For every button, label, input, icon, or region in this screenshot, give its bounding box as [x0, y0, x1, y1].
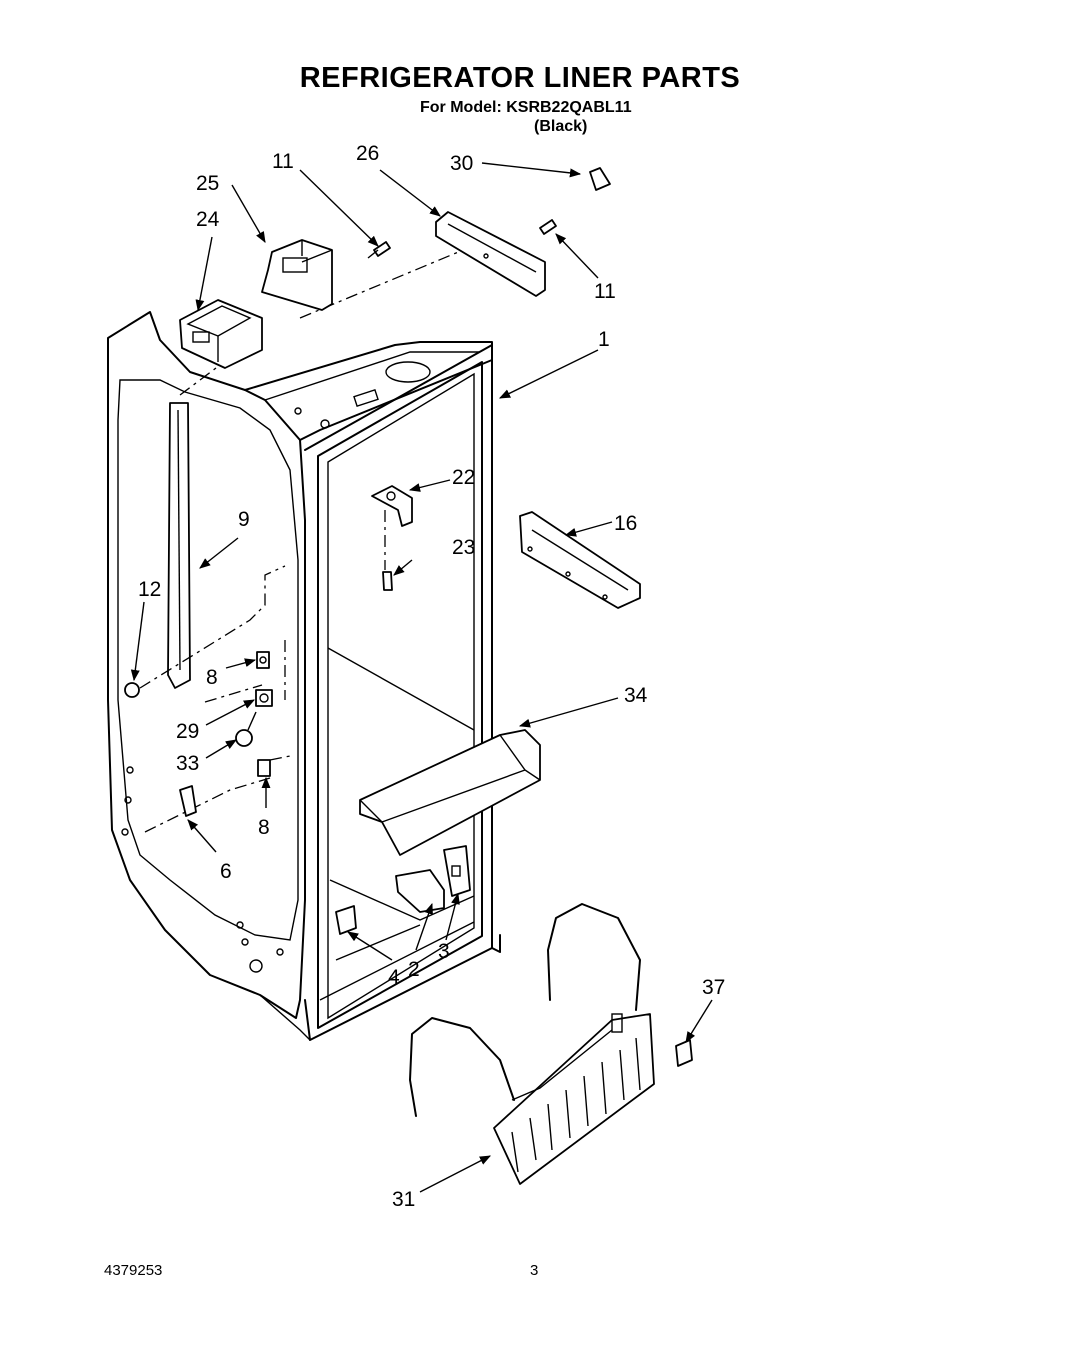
liner-cabinet — [107, 237, 501, 1041]
part-11-screw-right — [539, 219, 557, 235]
document-number: 4379253 — [104, 1262, 163, 1279]
callout-30: 30 — [450, 152, 473, 175]
part-33-bulb — [235, 711, 257, 747]
callout-4: 4 — [388, 966, 400, 989]
part-4-bracket — [335, 905, 357, 935]
part-37-screw — [675, 1039, 693, 1067]
callout-2: 2 — [408, 958, 420, 981]
callout-11-right: 11 — [594, 280, 616, 303]
part-25-bracket — [261, 239, 333, 311]
callout-16: 16 — [614, 512, 637, 535]
callout-arrows — [130, 162, 713, 1193]
part-8-lower — [257, 759, 271, 777]
callout-6: 6 — [220, 860, 232, 883]
callout-8-upper: 8 — [206, 666, 218, 689]
part-31-heater-assembly — [409, 903, 655, 1185]
callout-22: 22 — [452, 466, 475, 489]
model-color: (Black) — [534, 118, 588, 135]
callout-3: 3 — [438, 940, 450, 963]
callout-25: 25 — [196, 172, 219, 195]
part-23-screw — [382, 571, 393, 591]
callout-labels: 1 2 3 4 6 8 8 9 11 11 12 16 22 23 24 25 … — [138, 142, 725, 1211]
callout-26: 26 — [356, 142, 379, 165]
callout-24: 24 — [196, 208, 220, 231]
callout-9: 9 — [238, 508, 250, 531]
callout-37: 37 — [702, 976, 725, 999]
callout-12: 12 — [138, 578, 161, 601]
callout-23: 23 — [452, 536, 475, 559]
part-8-upper — [256, 651, 270, 669]
part-11-screw — [367, 241, 391, 259]
part-34-cover — [359, 729, 541, 856]
part-29-switch — [255, 689, 273, 707]
callout-29: 29 — [176, 720, 199, 743]
model-number: For Model: KSRB22QABL11 — [420, 99, 632, 116]
callout-33: 33 — [176, 752, 199, 775]
part-24-housing — [179, 299, 263, 369]
callout-31: 31 — [392, 1188, 415, 1211]
part-12-fastener — [124, 682, 140, 698]
callout-8-lower: 8 — [258, 816, 270, 839]
callout-34: 34 — [624, 684, 648, 707]
page-number: 3 — [530, 1262, 539, 1279]
part-6-clip — [179, 785, 197, 817]
part-30-clip — [589, 167, 611, 191]
callout-1: 1 — [598, 328, 610, 351]
part-22-bracket — [371, 485, 413, 527]
part-26-rail — [435, 211, 546, 297]
page-title: REFRIGERATOR LINER PARTS — [299, 62, 741, 94]
callout-11-top: 11 — [272, 150, 294, 173]
part-2-bracket — [395, 869, 445, 913]
part-16-rail — [519, 511, 641, 609]
part-3-bracket — [443, 845, 471, 897]
